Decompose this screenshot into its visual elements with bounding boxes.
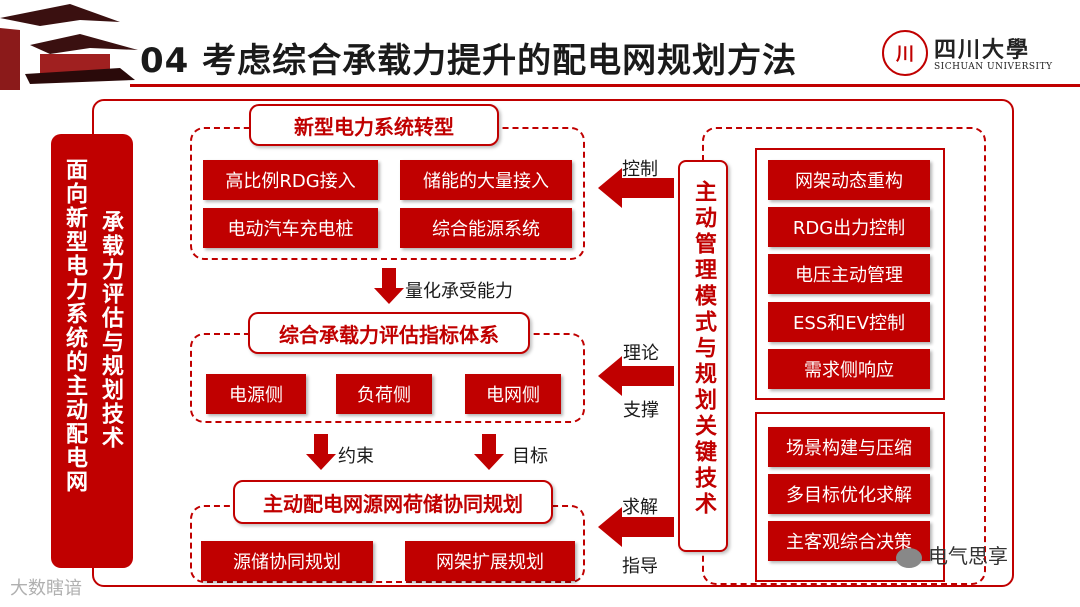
box-ess-ev-control: ESS和EV控制 [768, 302, 930, 342]
university-logo-icon: 川 [882, 30, 928, 76]
label-goal: 目标 [512, 446, 548, 467]
key-tech-panel [678, 160, 728, 552]
box-rdg-access: 高比例RDG接入 [203, 160, 378, 200]
arrow-solve [598, 507, 674, 547]
box-rdg-output-control: RDG出力控制 [768, 207, 930, 247]
arrow-theory [598, 356, 674, 396]
label-solve: 求解 [622, 497, 658, 518]
label-guide: 指导 [622, 556, 658, 577]
university-name-cn: 四川大學 [934, 37, 1031, 63]
box-demand-response: 需求侧响应 [768, 349, 930, 389]
wechat-icon [896, 547, 922, 568]
watermark-right: 电气思享 [896, 540, 1008, 569]
arrow-constraint [306, 434, 336, 470]
left-title-panel [51, 134, 133, 568]
label-support: 支撑 [623, 400, 659, 421]
box-network-expansion: 网架扩展规划 [405, 541, 575, 581]
box-storage-access: 储能的大量接入 [400, 160, 572, 200]
arrow-goal [474, 434, 504, 470]
left-title-main: 面向新型电力系统的主动配电网 [62, 158, 87, 494]
group-transition-title: 新型电力系统转型 [249, 104, 499, 146]
left-title-sub: 承载力评估与规划技术 [98, 210, 123, 450]
page-title: 04 考虑综合承载力提升的配电网规划方法 [140, 41, 798, 81]
group-planning-title: 主动配电网源网荷储协同规划 [233, 480, 553, 524]
box-ev-charging: 电动汽车充电桩 [203, 208, 378, 248]
arrow-quantify [374, 268, 404, 304]
arrow-control [598, 168, 674, 208]
watermark-left: 大数瞎谙 [10, 578, 82, 599]
group-index-title: 综合承载力评估指标体系 [248, 312, 530, 354]
label-control: 控制 [622, 159, 658, 180]
box-grid-side: 电网侧 [465, 374, 561, 414]
box-integrated-energy: 综合能源系统 [400, 208, 572, 248]
box-source-side: 电源侧 [206, 374, 306, 414]
box-multi-objective: 多目标优化求解 [768, 474, 930, 514]
box-network-reconfig: 网架动态重构 [768, 160, 930, 200]
label-theory: 理论 [623, 343, 659, 364]
right-lower-frame [755, 412, 945, 582]
right-upper-frame [755, 148, 945, 400]
box-source-storage-planning: 源储协同规划 [201, 541, 373, 581]
title-underline [130, 84, 1080, 87]
box-scenario-construction: 场景构建与压缩 [768, 427, 930, 467]
label-constraint: 约束 [338, 446, 374, 467]
box-load-side: 负荷侧 [336, 374, 432, 414]
university-name-en: SICHUAN UNIVERSITY [934, 62, 1053, 72]
key-tech-title: 主动管理模式与规划关键技术 [691, 180, 716, 518]
label-quantify: 量化承受能力 [405, 281, 513, 302]
watermark-right-text: 电气思享 [928, 544, 1008, 568]
box-voltage-management: 电压主动管理 [768, 254, 930, 294]
pagoda-roof-icon [0, 4, 138, 90]
